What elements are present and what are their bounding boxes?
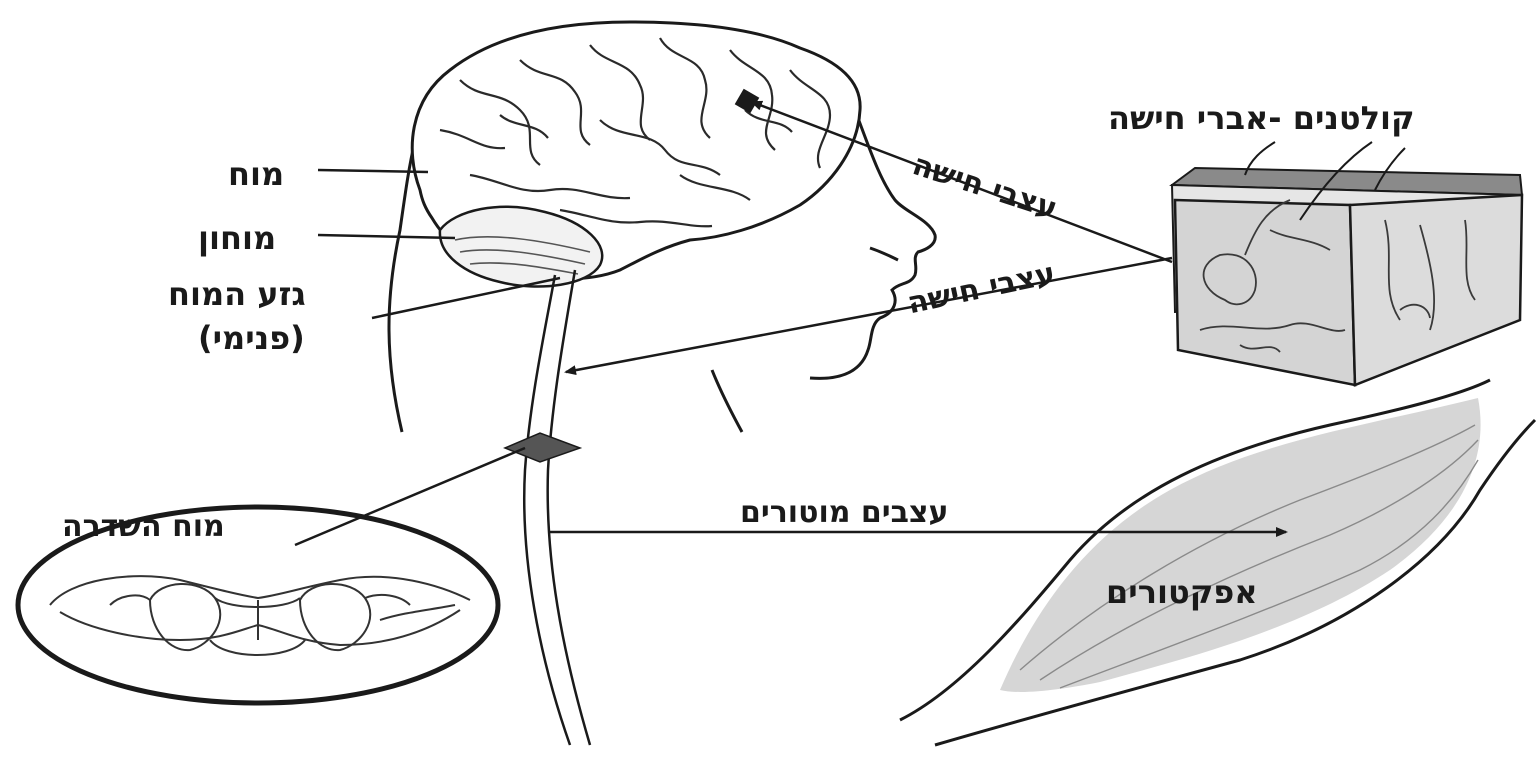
label-brain-stem: גזע המוח [168, 278, 306, 310]
muscle-effector [900, 380, 1535, 745]
label-effectors: אפקטורים [1106, 576, 1258, 608]
nose-detail [870, 248, 898, 260]
label-spinal-cord: מוח השדרה [62, 512, 225, 542]
skin-side-face [1175, 200, 1355, 385]
skin-right-face [1350, 195, 1522, 385]
label-brain: מוח [228, 158, 284, 190]
spinal-cord-marker [505, 433, 580, 462]
spinal-cord [524, 270, 590, 745]
label-receptors: קולטנים -אברי חישה [1108, 102, 1415, 134]
skin-receptor-block [1172, 168, 1522, 385]
label-brain-stem-note: (פנימי) [198, 322, 305, 354]
brain-leader-line [318, 170, 428, 172]
label-motor-nerves: עצבים מוטורים [740, 498, 949, 528]
label-cerebellum: מוחון [198, 222, 276, 254]
brain-stem-leader-line [372, 278, 560, 318]
cerebellum-leader-line [318, 235, 455, 238]
sensory-nerve-arrow-lower [566, 258, 1172, 372]
neck-front [712, 370, 742, 432]
